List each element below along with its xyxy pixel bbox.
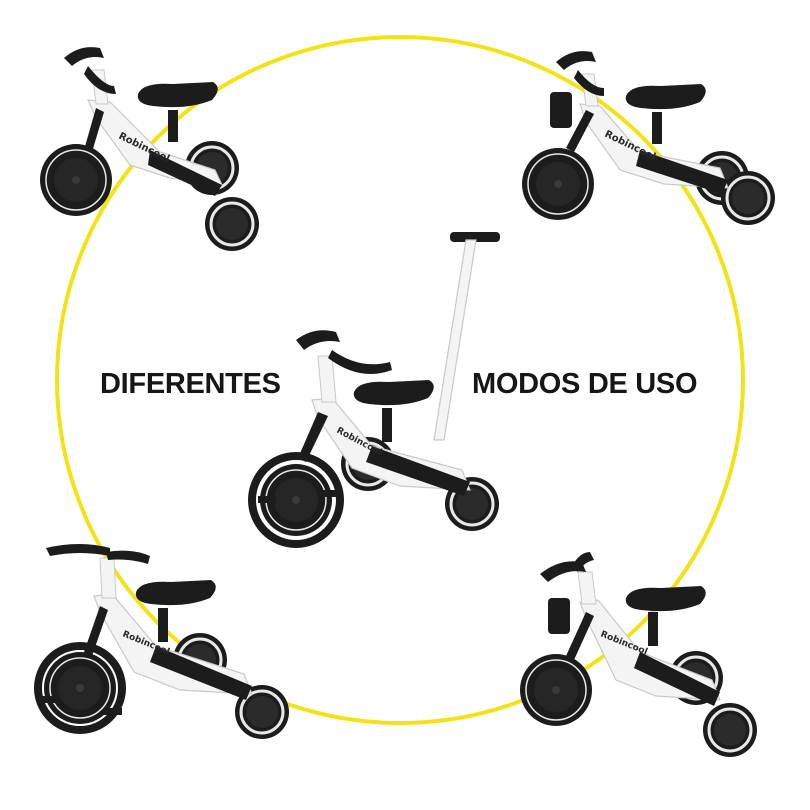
tricycle-icon: Robincool xyxy=(519,552,759,759)
balance-bike-icon: Robincool xyxy=(39,47,261,253)
decorative-ring xyxy=(55,35,745,725)
pedal-tricycle-icon: Robincool xyxy=(34,544,291,741)
caption-right: MODOS DE USO xyxy=(472,368,698,400)
push-tricycle-icon: Robincool xyxy=(248,232,501,548)
caption-left: DIFERENTES xyxy=(100,368,281,400)
